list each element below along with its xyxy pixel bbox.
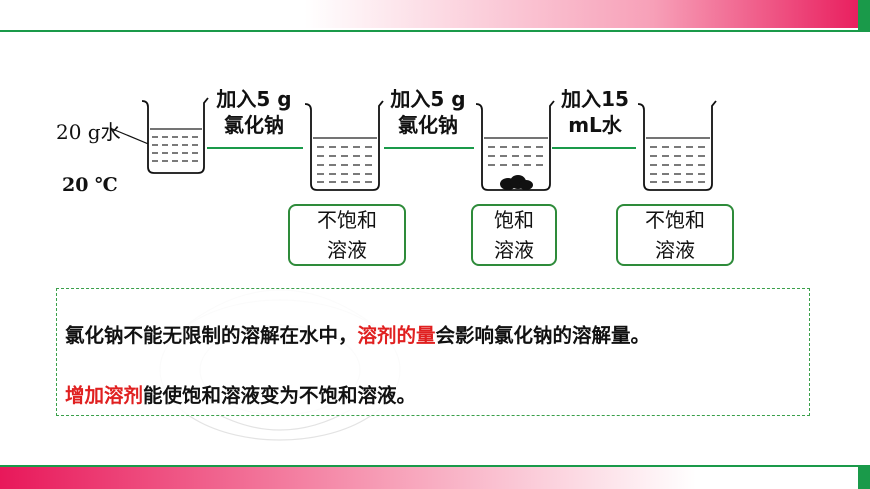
step-1-line2: 氯化钠 xyxy=(224,113,284,137)
step-2-line2: 氯化钠 xyxy=(398,113,458,137)
temperature-label: 20 ℃ xyxy=(62,174,118,196)
step-1-line1: 加入5 g xyxy=(216,87,292,111)
result-2-line1: 饱和 xyxy=(494,208,534,232)
beaker-4-icon xyxy=(637,100,717,191)
top-banner xyxy=(0,0,870,32)
step-1-label: 加入5 g 氯化钠 xyxy=(208,86,300,138)
beaker-3-icon xyxy=(475,100,555,191)
step-3-line2: mL水 xyxy=(568,113,622,137)
conclusion-box: 氯化钠不能无限制的溶解在水中，溶剂的量会影响氯化钠的溶解量。 增加溶剂能使饱和溶… xyxy=(56,288,810,416)
result-2-line2: 溶液 xyxy=(494,238,534,262)
conclusion-2-part: 能使饱和溶液变为不饱和溶液。 xyxy=(143,384,417,407)
undissolved-salt-icon xyxy=(500,175,533,190)
conclusion-1-part1: 氯化钠不能无限制的溶解在水中， xyxy=(65,324,358,347)
step-2-line1: 加入5 g xyxy=(390,87,466,111)
result-box-unsaturated-2: 不饱和 溶液 xyxy=(616,204,734,266)
result-3-line2: 溶液 xyxy=(655,238,695,262)
beaker-2-icon xyxy=(304,100,384,191)
result-box-saturated: 饱和 溶液 xyxy=(471,204,557,266)
step-2-label: 加入5 g 氯化钠 xyxy=(382,86,474,138)
bottom-banner xyxy=(0,465,870,489)
step-3-line1: 加入15 xyxy=(561,87,629,111)
conclusion-2-highlight: 增加溶剂 xyxy=(65,384,144,407)
result-1-line1: 不饱和 xyxy=(317,208,377,232)
beaker-1-icon xyxy=(141,97,209,174)
result-1-line2: 溶液 xyxy=(327,238,367,262)
step-3-label: 加入15 mL水 xyxy=(552,86,638,138)
result-box-unsaturated-1: 不饱和 溶液 xyxy=(288,204,406,266)
initial-water-label: 20 g水 xyxy=(56,120,121,144)
conclusion-1-highlight: 溶剂的量 xyxy=(357,324,436,347)
conclusion-1-part2: 会影响氯化钠的溶解量。 xyxy=(435,324,651,347)
conclusion-sentence-2: 增加溶剂能使饱和溶液变为不饱和溶液。 xyxy=(65,379,416,408)
conclusion-sentence-1: 氯化钠不能无限制的溶解在水中，溶剂的量会影响氯化钠的溶解量。 xyxy=(65,319,650,348)
result-3-line1: 不饱和 xyxy=(645,208,705,232)
